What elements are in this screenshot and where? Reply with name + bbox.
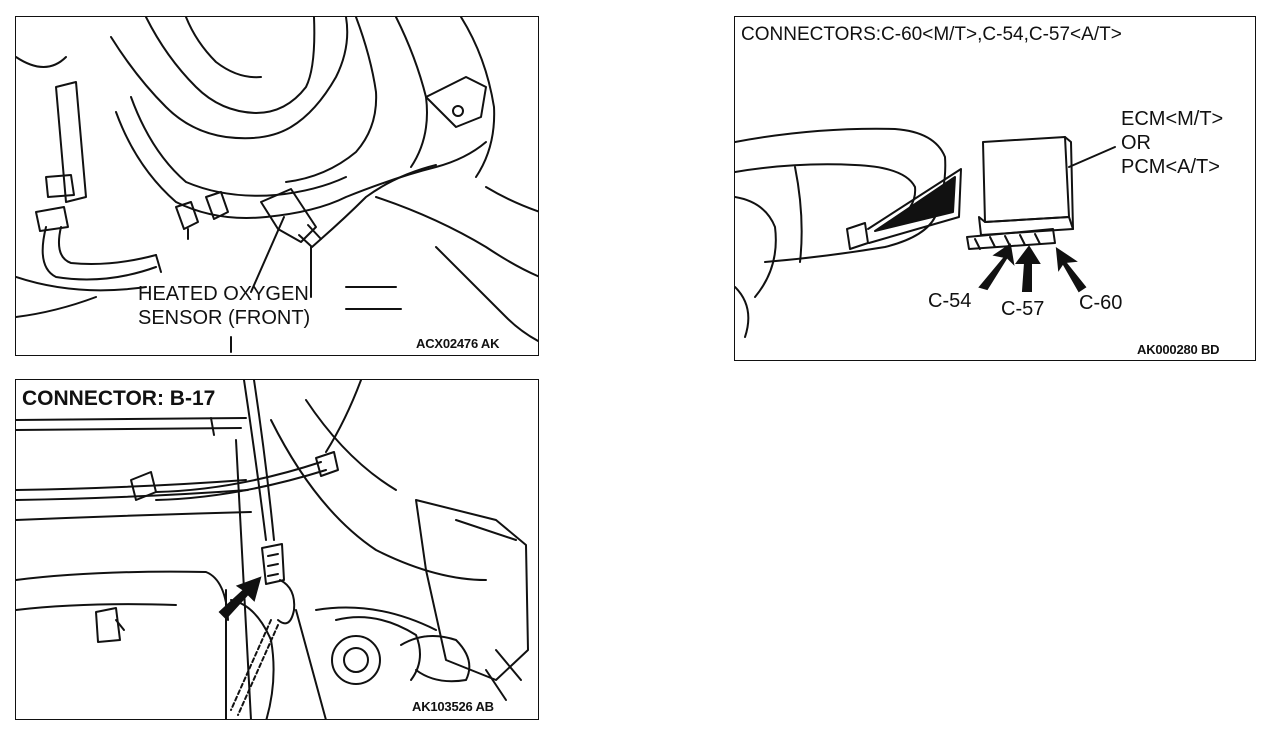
- ecm-label-line3: PCM<A/T>: [1121, 156, 1220, 178]
- connector-label-c57: C-57: [1001, 298, 1045, 320]
- oxygen-sensor-figure-code: ACX02476 AK: [416, 336, 500, 351]
- oxygen-sensor-drawing: [16, 17, 538, 353]
- panel-ecm-connectors: CONNECTORS:C-60<M/T>,C-54,C-57<A/T> ECM<…: [734, 16, 1256, 361]
- ecm-connectors-header: CONNECTORS:C-60<M/T>,C-54,C-57<A/T>: [741, 24, 1122, 45]
- ecm-label-line1: ECM<M/T>: [1121, 108, 1224, 130]
- connector-label-c60: C-60: [1079, 292, 1123, 314]
- oxygen-sensor-label-line2: SENSOR (FRONT): [138, 307, 311, 329]
- panel-heated-oxygen-sensor: HEATED OXYGEN SENSOR (FRONT) ACX02476 AK: [15, 16, 539, 356]
- ecm-connectors-drawing: [735, 127, 1116, 338]
- connector-b17-header: CONNECTOR: B-17: [22, 388, 219, 409]
- connector-b17-drawing: [16, 380, 529, 719]
- oxygen-sensor-label-line1: HEATED OXYGEN: [138, 283, 309, 305]
- panel-connector-b17: CONNECTOR: B-17 AK103526 AB: [15, 379, 539, 720]
- connector-label-c54: C-54: [928, 290, 972, 312]
- ecm-label-line2: OR: [1121, 132, 1151, 154]
- connector-b17-figure-code: AK103526 AB: [412, 699, 494, 714]
- ecm-figure-code: AK000280 BD: [1137, 342, 1220, 357]
